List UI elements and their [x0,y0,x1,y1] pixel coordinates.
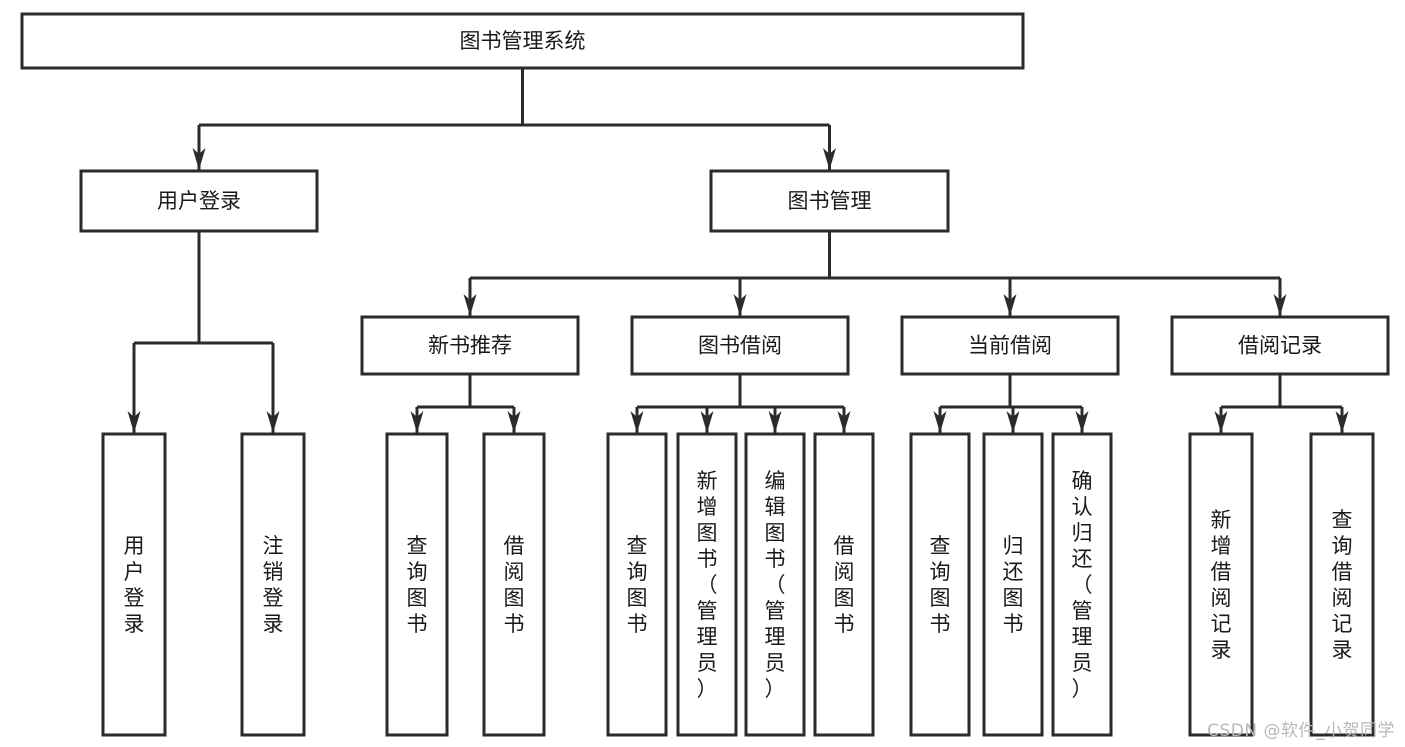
node-label: 新增借阅记录 [1211,508,1232,662]
node-label: 用户登录 [124,534,145,636]
node-n_records[interactable]: 借阅记录 [1170,315,1390,376]
node-l_edit_book[interactable]: 编辑图书（管理员） [744,432,806,737]
node-label: 借阅图书 [834,534,855,636]
node-root[interactable]: 图书管理系统 [20,12,1025,70]
node-label: 借阅记录 [1238,334,1322,358]
arrow-head-icon [933,411,947,433]
node-label: 用户登录 [157,189,241,213]
node-l_query_record[interactable]: 查询借阅记录 [1309,432,1375,737]
node-box [1309,432,1375,737]
node-label: 图书借阅 [698,334,782,358]
node-label: 归还图书 [1003,534,1024,636]
arrow-head-icon [192,148,206,170]
node-l_query_book_a[interactable]: 查询图书 [385,432,449,737]
arrow-head-icon [733,294,747,316]
node-n_book_mgmt[interactable]: 图书管理 [709,169,950,233]
node-box [101,432,167,737]
node-l_logout[interactable]: 注销登录 [240,432,306,737]
node-box [676,432,738,737]
node-box [360,315,580,376]
arrow-head-icon [1075,411,1089,433]
nodes-layer: 图书管理系统用户登录图书管理新书推荐图书借阅当前借阅借阅记录用户登录注销登录查询… [20,12,1390,737]
node-n_new_rec[interactable]: 新书推荐 [360,315,580,376]
arrow-head-icon [463,294,477,316]
arrow-head-icon [410,411,424,433]
csdn-watermark: CSDN @软件_小贺同学 [1207,721,1395,741]
node-l_user_login[interactable]: 用户登录 [101,432,167,737]
node-box [79,169,319,233]
arrow-head-icon [1006,411,1020,433]
node-label: 注销登录 [263,534,284,636]
node-label: 当前借阅 [968,334,1052,358]
node-l_borrow_book_a[interactable]: 借阅图书 [482,432,546,737]
arrow-head-icon [837,411,851,433]
node-box [1188,432,1254,737]
arrow-head-icon [1273,294,1287,316]
node-l_add_book[interactable]: 新增图书（管理员） [676,432,738,737]
node-l_borrow_book_b[interactable]: 借阅图书 [813,432,875,737]
arrow-head-icon [1214,411,1228,433]
arrow-head-icon [700,411,714,433]
arrow-head-icon [630,411,644,433]
node-box [20,12,1025,70]
arrow-head-icon [507,411,521,433]
connectors-layer [127,68,1349,433]
node-n_current[interactable]: 当前借阅 [900,315,1120,376]
node-l_confirm_return[interactable]: 确认归还（管理员） [1051,432,1113,737]
node-box [900,315,1120,376]
node-box [630,315,850,376]
node-label: 图书管理系统 [460,29,586,53]
node-l_return_book[interactable]: 归还图书 [982,432,1044,737]
node-label: 查询图书 [930,534,951,636]
arrow-head-icon [823,148,836,170]
node-label: 查询图书 [407,534,428,636]
node-box [1051,432,1113,737]
arrow-head-icon [1003,294,1017,316]
node-n_user_login[interactable]: 用户登录 [79,169,319,233]
node-label: 查询图书 [627,534,648,636]
node-box [1170,315,1390,376]
node-box [606,432,668,737]
node-l_query_book_b[interactable]: 查询图书 [606,432,668,737]
arrow-head-icon [266,411,280,433]
node-box [813,432,875,737]
node-box [385,432,449,737]
node-box [240,432,306,737]
node-label: 确认归还（管理员） [1072,469,1093,701]
node-box [744,432,806,737]
node-label: 查询借阅记录 [1332,508,1353,662]
node-l_query_book_c[interactable]: 查询图书 [909,432,971,737]
node-label: 借阅图书 [504,534,525,636]
arrow-head-icon [768,411,782,433]
node-box [709,169,950,233]
node-label: 新增图书（管理员） [697,469,718,701]
node-label: 图书管理 [788,189,872,213]
node-n_borrow[interactable]: 图书借阅 [630,315,850,376]
node-l_add_record[interactable]: 新增借阅记录 [1188,432,1254,737]
arrow-head-icon [1335,411,1349,433]
arrow-head-icon [127,411,141,433]
node-box [982,432,1044,737]
node-box [482,432,546,737]
node-box [909,432,971,737]
node-label: 新书推荐 [428,334,512,358]
node-label: 编辑图书（管理员） [765,469,786,701]
